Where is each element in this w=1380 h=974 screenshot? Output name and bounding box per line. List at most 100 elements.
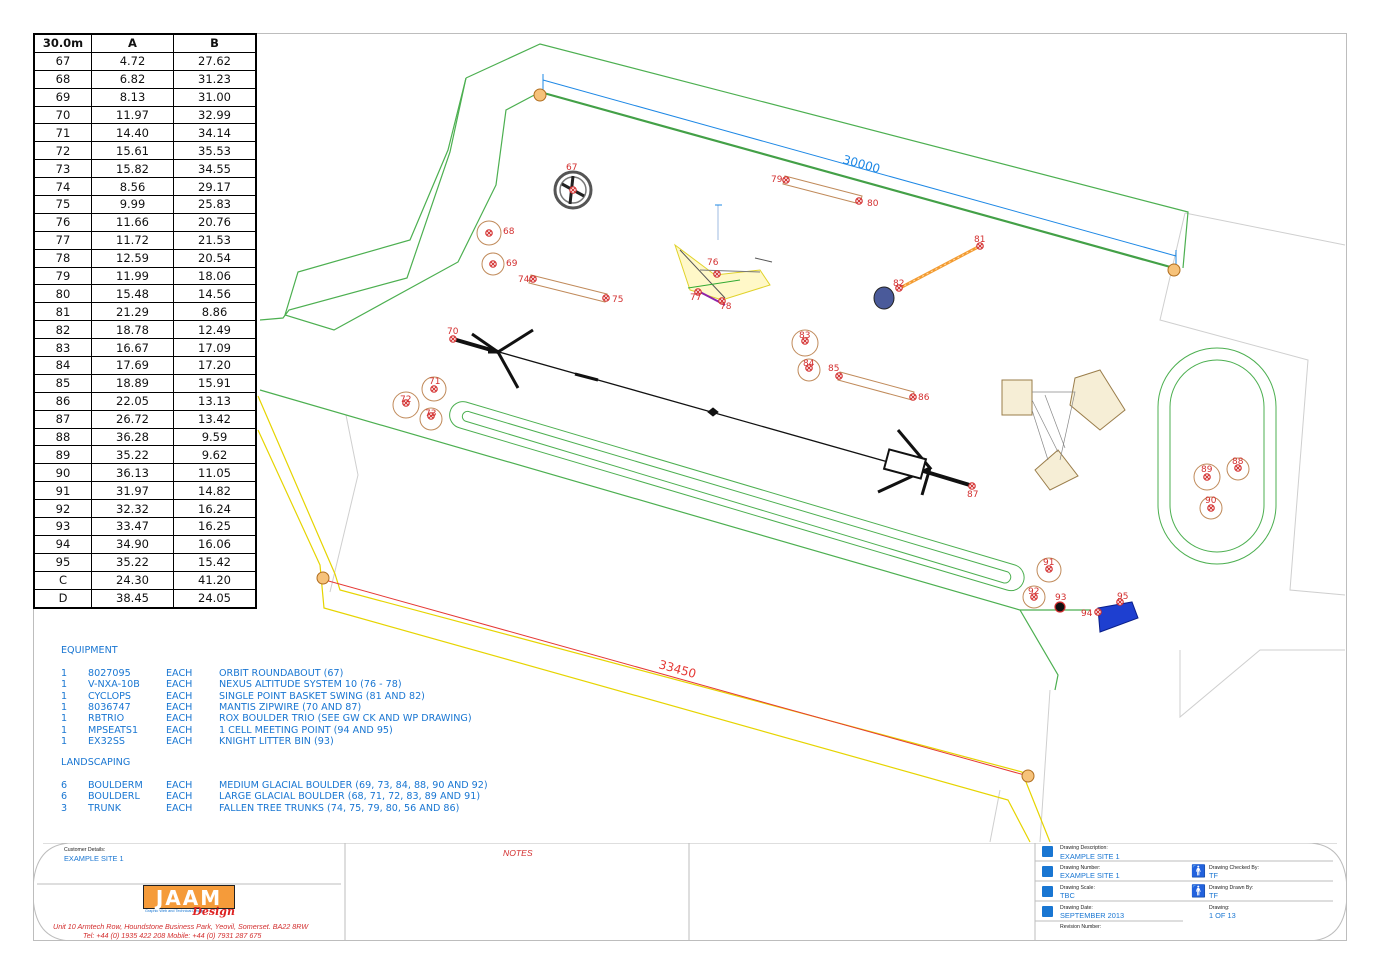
table-cell: 16.25 — [173, 517, 257, 536]
point-label-72: 72 — [400, 395, 411, 405]
point-label-89: 89 — [1201, 465, 1213, 475]
table-cell: 74 — [33, 177, 92, 197]
checked-person-icon: 🚹 — [1191, 864, 1206, 878]
table-cell: 11.05 — [173, 463, 257, 483]
table-cell: 14.82 — [173, 481, 257, 501]
point-markers — [402, 176, 1242, 616]
table-cell: 14.56 — [173, 284, 257, 304]
marker-73 — [427, 412, 435, 420]
table-cell: 16.67 — [91, 338, 174, 358]
marker-91 — [1045, 565, 1053, 573]
point-label-73: 73 — [425, 409, 436, 419]
table-cell: 8.13 — [91, 87, 174, 107]
schedule-desc: ROX BOULDER TRIO (SEE GW CK AND WP DRAWI… — [219, 713, 472, 725]
table-cell: 17.20 — [173, 356, 257, 375]
table-cell: 86 — [33, 391, 92, 411]
table-cell: 41.20 — [173, 570, 257, 590]
schedule-code: BOULDERL — [88, 791, 140, 803]
number-icon — [1042, 866, 1053, 877]
marker-67 — [569, 186, 577, 194]
point-label-82: 82 — [893, 279, 904, 289]
table-cell: 32.32 — [91, 499, 174, 519]
marker-72 — [402, 399, 410, 407]
table-cell: 9.62 — [173, 445, 257, 465]
schedule-code: 8027095 — [88, 668, 131, 679]
schedule-desc: SINGLE POINT BASKET SWING (81 AND 82) — [219, 690, 425, 702]
point-label-91: 91 — [1043, 558, 1054, 568]
table-cell: 82 — [33, 320, 92, 340]
point-label-81: 81 — [974, 235, 985, 245]
schedule-code: BOULDERM — [88, 780, 143, 791]
table-cell: 88 — [33, 427, 92, 447]
table-cell: 6.82 — [91, 69, 174, 89]
marker-70 — [449, 335, 457, 343]
marker-68 — [485, 229, 493, 237]
point-label-78: 78 — [720, 302, 732, 312]
boulder-rings — [392, 220, 1250, 609]
schedule-qty: 1 — [61, 735, 68, 747]
schedule-unit: EACH — [166, 701, 193, 713]
table-cell: 34.90 — [91, 534, 174, 554]
table-cell: 31.97 — [91, 481, 174, 501]
point-label-92: 92 — [1028, 587, 1039, 597]
table-cell: 13.42 — [173, 409, 257, 429]
marker-78 — [718, 297, 726, 305]
address-line2: Tel: +44 (0) 1935 422 208 Mobile: +44 (0… — [83, 931, 262, 940]
schedule-unit: EACH — [166, 679, 193, 691]
yellow-path — [257, 395, 1051, 843]
logo-text: JAAM — [143, 885, 235, 910]
checked-label: Drawing Checked By: — [1209, 865, 1259, 871]
logo-script: Design — [192, 905, 235, 918]
title-block: Customer Details: EXAMPLE SITE 1 NOTES J… — [33, 843, 1347, 941]
table-cell: 18.06 — [173, 266, 257, 286]
marker-92 — [1030, 593, 1038, 601]
table-cell: 21.29 — [91, 302, 174, 322]
schedule-unit: EACH — [166, 724, 193, 736]
table-cell: 32.99 — [173, 105, 257, 125]
schedule-qty: 1 — [61, 724, 68, 736]
table-cell: 78 — [33, 248, 92, 268]
schedule-unit: EACH — [166, 791, 193, 803]
schedule-desc: LARGE GLACIAL BOULDER (68, 71, 72, 83, 8… — [219, 791, 481, 803]
customer-value: EXAMPLE SITE 1 — [64, 854, 124, 863]
schedule-qty: 6 — [61, 791, 68, 803]
schedule-qty: 1 — [61, 713, 68, 725]
table-cell: 81 — [33, 302, 92, 322]
table-cell: 11.99 — [91, 266, 174, 286]
customer-label: Customer Details: — [64, 847, 106, 853]
dimension-top: 30000 — [542, 74, 1177, 266]
table-cell: 15.91 — [173, 373, 257, 393]
table-cell: 34.14 — [173, 123, 257, 143]
table-cell: 18.78 — [91, 320, 174, 340]
table-cell: 15.61 — [91, 141, 174, 161]
schedule-unit: EACH — [166, 668, 193, 679]
revision-label: Revision Number: — [1060, 924, 1102, 930]
table-cell: 11.97 — [91, 105, 174, 125]
marker-88 — [1234, 464, 1242, 472]
point-label-95: 95 — [1117, 592, 1128, 602]
table-cell: 8.56 — [91, 177, 174, 197]
litter-bin — [1054, 601, 1066, 613]
point-label-69: 69 — [506, 259, 518, 269]
drawing-count-label: Drawing: — [1209, 905, 1230, 911]
marker-82 — [895, 284, 903, 292]
schedule-qty: 1 — [61, 679, 68, 691]
context-lines — [329, 212, 1346, 843]
table-cell: 93 — [33, 517, 92, 536]
table-cell: 31.00 — [173, 87, 257, 107]
description-label: Drawing Description: — [1060, 845, 1108, 851]
table-cell: 31.23 — [173, 69, 257, 89]
scale-label: Drawing Scale: — [1060, 885, 1095, 891]
table-cell: 16.24 — [173, 499, 257, 519]
